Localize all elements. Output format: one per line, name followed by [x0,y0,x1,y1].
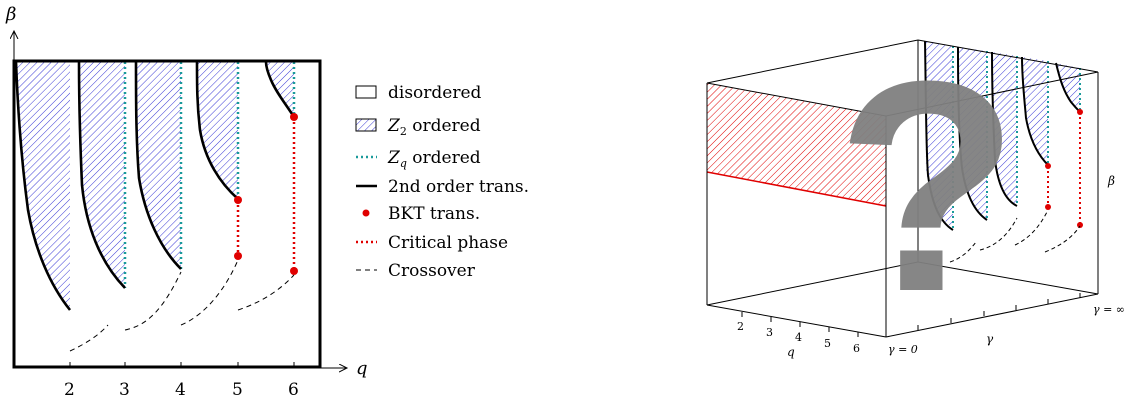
legend-swatch-bkt [362,209,370,217]
z2-region-q5 [197,62,238,199]
z2-region-q3 [79,62,125,288]
second-order-lines [14,61,296,311]
gamma-axis-label: γ [986,332,994,346]
x-axis-label: q [356,358,368,379]
gamma-zero-label: γ = 0 [888,343,918,356]
legend-swatch-disordered [355,85,377,99]
z2-region-q4 [136,62,181,269]
question-mark: ? [836,18,1019,354]
second-order-q2 [14,61,72,311]
x-tick-label: 6 [288,380,299,400]
x-tick-label: 4 [175,380,186,400]
back-z2-strip-5 [1056,63,1080,112]
second-order-q4 [134,61,182,270]
critical-phase-lines [236,117,296,271]
beta-axis-label: β [1107,174,1115,188]
back-z2-strip-2 [958,47,987,220]
z2-region-q2 [16,62,70,310]
back-crossover [949,209,1081,263]
back-bkt-points [1045,109,1083,228]
crossover-curves [69,259,295,352]
x-tick-label: 3 [119,380,130,400]
bkt-points [234,113,298,275]
q-tick-label: 2 [737,320,744,333]
left-phase-panel: β q [5,4,368,400]
legend-label-zq: Zq ordered [387,148,481,170]
q-tick-label: 3 [766,326,773,339]
legend-label-critical: Critical phase [388,233,508,253]
bkt-point-q6-upper [290,113,298,121]
back-zq-lines [952,46,1081,228]
q-axis-ticks [741,312,859,337]
bkt-point-q5-upper [234,196,242,204]
gamma-axis-ticks [917,293,1081,330]
back-critical-lines [1047,112,1081,225]
crossover-q3 [124,271,182,331]
x-tick-label: 2 [64,380,75,400]
box-edges [706,39,1099,338]
x-tick-label: 5 [232,380,243,400]
legend-label-second-order: 2nd order trans. [388,177,529,197]
second-order-q5 [195,61,239,200]
second-order-q6 [264,61,296,118]
legend-label-bkt: BKT trans. [388,204,480,224]
back-z2-strip-1 [925,41,953,228]
x-ticks [69,362,295,368]
left-plot-frame [12,59,322,369]
legend: disordered Z2 ordered Zq ordered 2nd ord… [355,83,529,281]
q-axis-label: q [787,345,795,359]
crossover-q5 [237,274,295,311]
second-order-q3 [77,61,126,289]
z2-region-q6 [266,62,294,117]
q-tick-label: 4 [795,331,802,344]
right-3d-panel: 2 3 4 5 6 q γ = 0 γ γ = ∞ β ? [706,18,1125,359]
legend-swatch-z2 [355,118,377,132]
q-tick-label: 5 [824,337,831,350]
bkt-point-q5-lower [234,252,242,260]
gamma-zero-red-boundary [706,171,887,207]
legend-label-z2: Z2 ordered [387,116,481,138]
q-tick-label: 6 [853,342,860,355]
legend-label-disordered: disordered [388,83,482,103]
zq-lines [123,62,296,288]
bkt-point-q6-lower [290,267,298,275]
legend-label-crossover: Crossover [388,261,476,281]
crossover-q2 [69,324,109,352]
gamma-inf-label: γ = ∞ [1093,303,1125,316]
y-axis-label: β [5,4,16,25]
gamma-zero-red-region [707,83,886,205]
crossover-q4 [180,259,239,326]
